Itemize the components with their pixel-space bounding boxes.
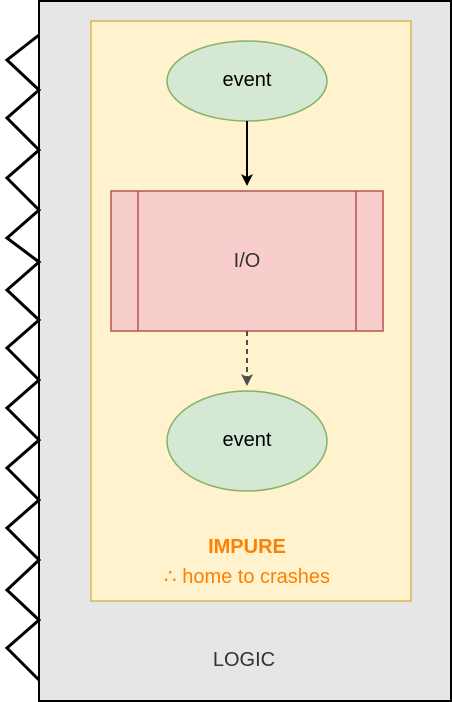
io-process-node[interactable] [110,190,384,332]
zigzag-edge-icon [4,33,42,682]
event-top-label: event [222,69,272,91]
io-label: I/O [233,250,261,272]
logic-label: LOGIC [212,649,276,671]
event-bottom-node[interactable] [166,390,328,492]
event-bottom-label: event [222,429,272,451]
impure-title: IMPURE [208,536,286,558]
impure-subtitle: ∴ home to crashes [163,566,331,588]
